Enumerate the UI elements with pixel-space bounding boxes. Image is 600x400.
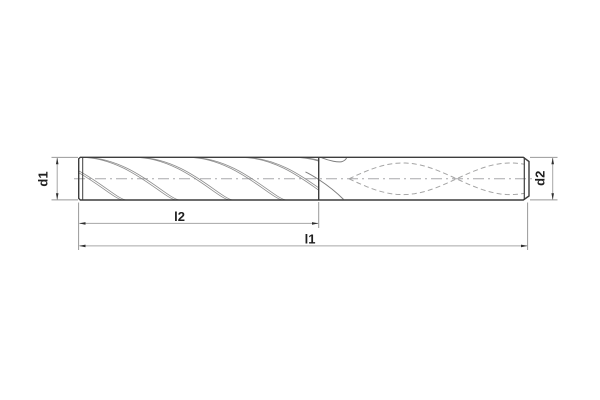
svg-text:d2: d2: [532, 171, 547, 186]
svg-text:l2: l2: [174, 209, 185, 224]
svg-text:d1: d1: [36, 171, 51, 186]
svg-text:l1: l1: [305, 231, 316, 246]
